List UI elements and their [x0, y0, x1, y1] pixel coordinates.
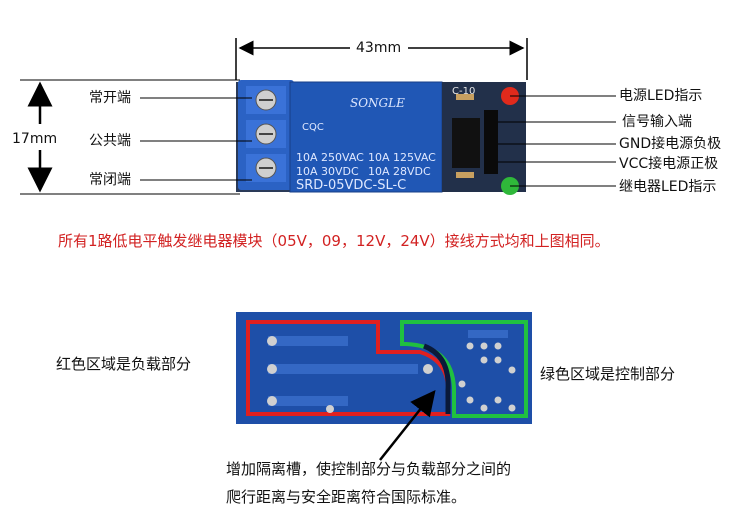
relay-rating-ac-2: 10A 125VAC — [368, 151, 436, 164]
height-label: 17mm — [12, 131, 58, 147]
terminal-no-label: 常开端 — [89, 90, 131, 106]
gnd-label: GND接电源负极 — [619, 136, 722, 152]
height-dimension — [20, 79, 240, 195]
terminal-leaders — [140, 97, 252, 181]
pcb-bottom-view — [236, 312, 532, 424]
terminal-com-label: 公共端 — [89, 133, 131, 149]
isolation-note-line1: 增加隔离槽，使控制部分与负载部分之间的 — [226, 460, 512, 478]
isolation-arrow — [379, 390, 436, 461]
control-zone-label: 绿色区域是控制部分 — [540, 365, 676, 383]
isolation-note-line2: 爬行距离与安全距离符合国际标准。 — [226, 488, 467, 506]
relay-brand: SONGLE — [350, 96, 405, 110]
relay-model: SRD-05VDC-SL-C — [296, 178, 407, 193]
relay-rating-ac-1: 10A 250VAC — [296, 151, 364, 164]
signal-in-label: 信号输入端 — [622, 114, 692, 130]
relay-led-label: 继电器LED指示 — [619, 179, 717, 195]
width-dimension — [235, 38, 528, 80]
vcc-label: VCC接电源正极 — [619, 156, 719, 172]
pin-leaders — [498, 95, 616, 187]
load-zone-label: 红色区域是负载部分 — [56, 355, 192, 373]
module-note: 所有1路低电平触发继电器模块（05V，09，12V，24V）接线方式均和上图相同… — [58, 232, 610, 250]
relay-rating-dc-1: 10A 30VDC — [296, 165, 359, 178]
board-ref: C-10 — [452, 86, 476, 97]
width-label: 43mm — [356, 40, 402, 56]
relay-cert: CQC — [302, 122, 324, 133]
relay-module-photo — [236, 80, 526, 195]
terminal-nc-label: 常闭端 — [89, 172, 131, 188]
power-led-label: 电源LED指示 — [619, 88, 703, 104]
relay-rating-dc-2: 10A 28VDC — [368, 165, 431, 178]
